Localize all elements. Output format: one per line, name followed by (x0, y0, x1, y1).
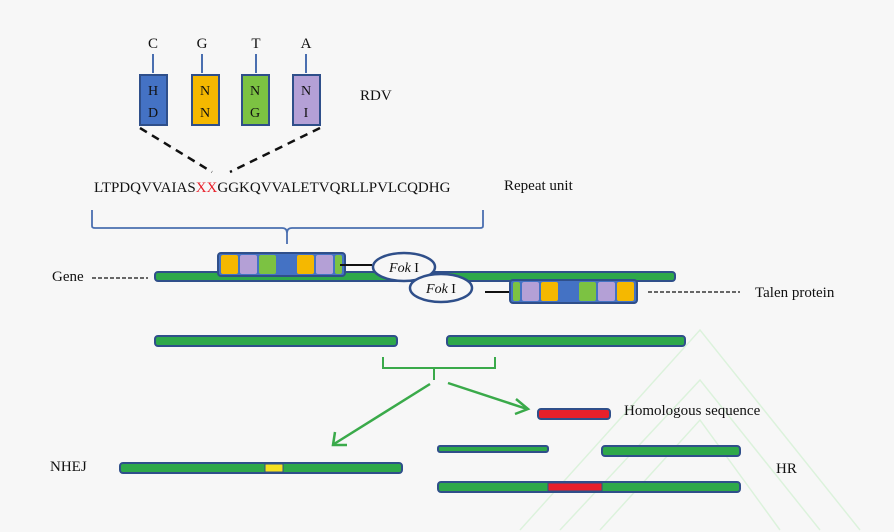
rdv-residue-top: N (301, 84, 311, 99)
dashed-connector-right (229, 126, 321, 174)
fok-italic: Fok (388, 261, 412, 276)
fok-roman: I (414, 261, 419, 276)
rdv-residue-top: N (200, 84, 210, 99)
rdv-residue-bottom: I (304, 106, 309, 121)
base-letter: C (148, 36, 158, 52)
homologous-sequence-bar (537, 408, 611, 420)
upper-talen-array (217, 252, 346, 277)
rdv-module: C H D (139, 36, 168, 126)
talen-protein-label: Talen protein (755, 285, 835, 301)
base-letter: A (301, 36, 312, 52)
rdv-module: A N I (292, 36, 321, 126)
repeat-sequence: LTPDQVVAIASXXGGKQVVALETVQRLLPVLCQDHG (94, 180, 451, 196)
fok-italic: Fok (425, 282, 449, 297)
rdv-residue-top: N (250, 84, 260, 99)
rdv-group: C H D G N N T N G A N I RDV (139, 36, 392, 126)
talen-repeat-module (522, 282, 539, 301)
repeat-bracket (91, 210, 484, 244)
rdv-residue-bottom: G (250, 106, 260, 121)
rdv-box (139, 74, 168, 126)
talen-repeat-module (560, 282, 577, 301)
dsb-left-fragment (154, 335, 398, 347)
homologous-sequence-label: Homologous sequence (624, 403, 761, 419)
nhej-repaired-strand (119, 462, 403, 474)
talen-repeat-module (278, 255, 295, 274)
break-bracket (382, 357, 496, 380)
rdv-box (241, 74, 270, 126)
talen-repeat-module (259, 255, 276, 274)
rdv-module: G N N (191, 36, 220, 126)
rdv-label: RDV (360, 88, 392, 104)
talen-repeat-module (598, 282, 615, 301)
rdv-residue-bottom: N (200, 106, 210, 121)
svg-text:Fok I: Fok I (388, 261, 419, 276)
talen-repeat-module (541, 282, 558, 301)
seq-after: GGKQVVALETVQRLLPVLCQDHG (217, 180, 450, 196)
hr-repaired-strand (437, 481, 741, 493)
indel-mark (264, 463, 284, 473)
gene-label: Gene (52, 269, 84, 285)
rdv-residue-top: H (148, 84, 158, 99)
arrow-to-nhej (331, 382, 431, 447)
rdv-residue-bottom: D (148, 106, 158, 121)
hr-insert (547, 482, 603, 492)
lower-talen-array (509, 279, 638, 304)
talen-repeat-module (297, 255, 314, 274)
fok-roman: I (451, 282, 456, 297)
arrow-to-hr (447, 381, 531, 416)
dashed-connector-left (139, 126, 213, 174)
hr-template-left (437, 445, 549, 453)
talen-repeat-module (513, 282, 520, 301)
hr-template-right (601, 445, 741, 457)
talen-repeat-module (579, 282, 596, 301)
nhej-label: NHEJ (50, 459, 87, 475)
talen-repeat-module (240, 255, 257, 274)
talen-repeat-module (221, 255, 238, 274)
svg-text:Fok I: Fok I (425, 282, 456, 297)
talen-repeat-module (335, 255, 342, 274)
dsb-right-fragment (446, 335, 686, 347)
base-letter: T (251, 36, 260, 52)
fok-i-upper: Fok I (371, 251, 437, 283)
talen-repeat-module (617, 282, 634, 301)
repeat-unit-label: Repeat unit (504, 178, 574, 194)
seq-variable: XX (196, 180, 218, 196)
rdv-module: T N G (241, 36, 270, 126)
talen-repeat-module (316, 255, 333, 274)
seq-before: LTPDQVVAIAS (94, 180, 196, 196)
watermark (519, 328, 861, 531)
hr-label: HR (776, 461, 797, 477)
fok-i-lower: Fok I (408, 272, 474, 304)
rdv-box (292, 74, 321, 126)
rdv-box (191, 74, 220, 126)
base-letter: G (197, 36, 208, 52)
